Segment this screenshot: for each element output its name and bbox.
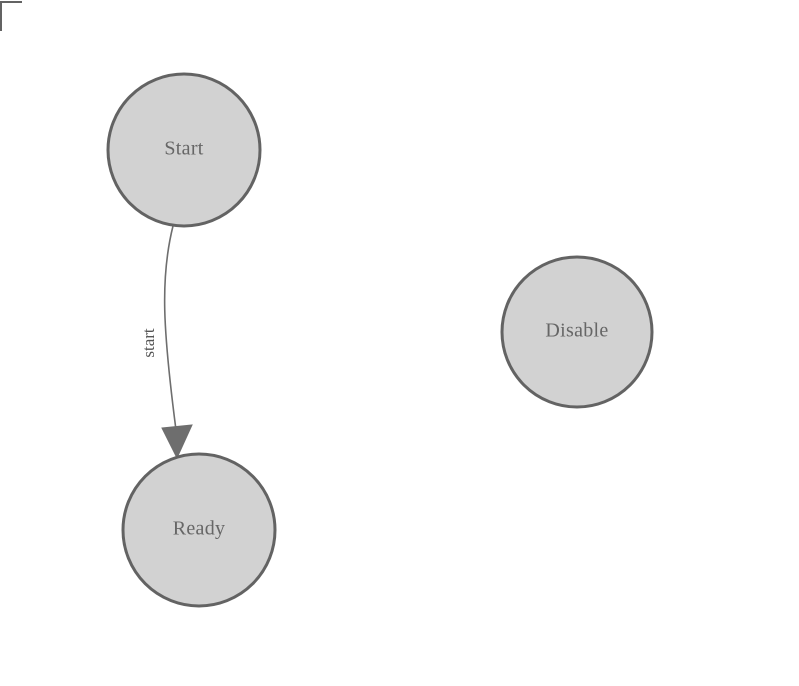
node-disable-label: Disable — [545, 320, 608, 342]
edge-start-to-ready-arrowhead-icon — [161, 424, 193, 460]
node-start[interactable]: Start — [106, 72, 262, 228]
edge-start-to-ready-label: start — [139, 328, 158, 358]
node-disable[interactable]: Disable — [500, 255, 654, 409]
node-disable-circle — [500, 255, 654, 409]
edge-start-to-ready-path — [163, 225, 177, 431]
node-start-circle — [106, 72, 262, 228]
node-ready[interactable]: Ready — [121, 452, 277, 608]
edge-start-to-ready[interactable]: start — [139, 225, 193, 460]
node-start-label: Start — [164, 138, 203, 160]
node-ready-label: Ready — [173, 518, 226, 540]
node-ready-circle — [121, 452, 277, 608]
corner-bracket-mark — [0, 1, 22, 31]
